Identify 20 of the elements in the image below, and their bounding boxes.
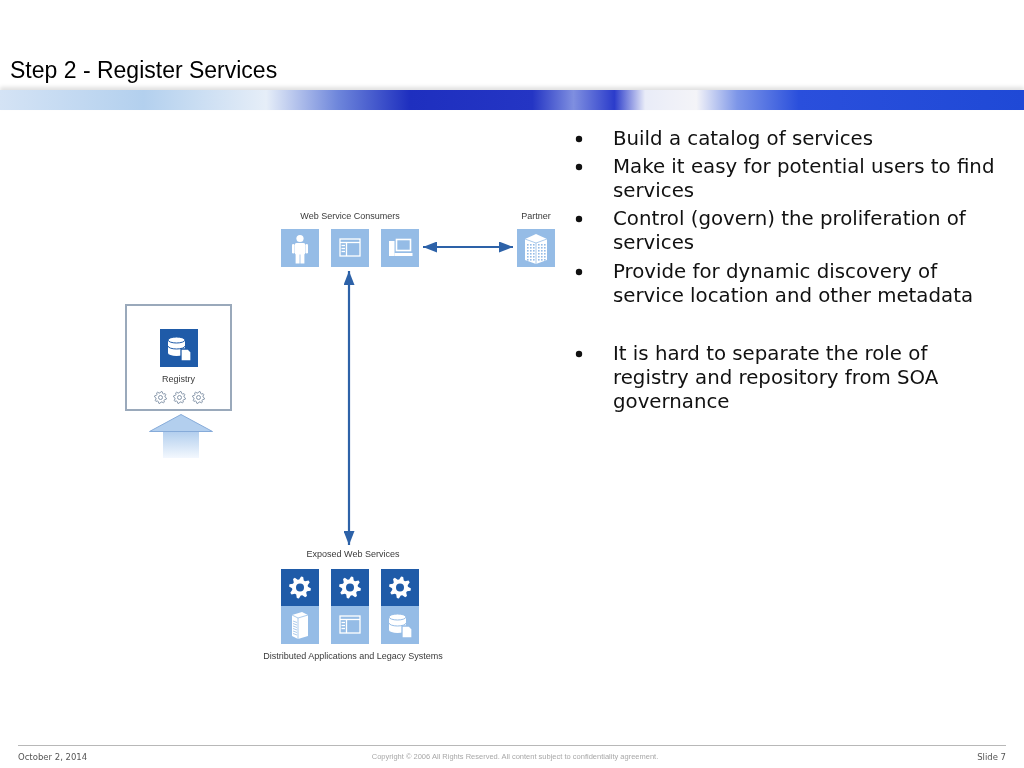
computer-icon	[381, 229, 419, 267]
footer-date: October 2, 2014	[18, 751, 88, 763]
bullet-text: Build a catalog of services	[613, 127, 873, 150]
slide-number: Slide 7	[977, 751, 1006, 763]
bullet-text: Make it easy for potential users to find services	[613, 155, 995, 202]
person-icon	[281, 229, 319, 267]
bullet-text: Provide for dynamic discovery of service location and other metadata	[613, 260, 973, 307]
group-title: Web Service Consumers	[300, 211, 400, 222]
node-label: Registry	[162, 374, 195, 385]
bullet-text: It is hard to separate the role of registry and repository from SOA governance	[613, 342, 939, 413]
block-arrow	[149, 414, 213, 458]
bullet-text: Control (govern) the proliferation of services	[613, 207, 966, 254]
slide-title: Step 2 - Register Services	[10, 56, 278, 84]
double-headed-arrow	[423, 241, 513, 253]
group-caption: Distributed Applications and Legacy Systems	[263, 651, 443, 662]
group-title: Exposed Web Services	[306, 549, 400, 560]
window-icon	[331, 229, 369, 267]
registry-box	[125, 304, 232, 411]
node-label: Partner	[521, 211, 551, 222]
double-headed-arrow	[343, 271, 355, 545]
